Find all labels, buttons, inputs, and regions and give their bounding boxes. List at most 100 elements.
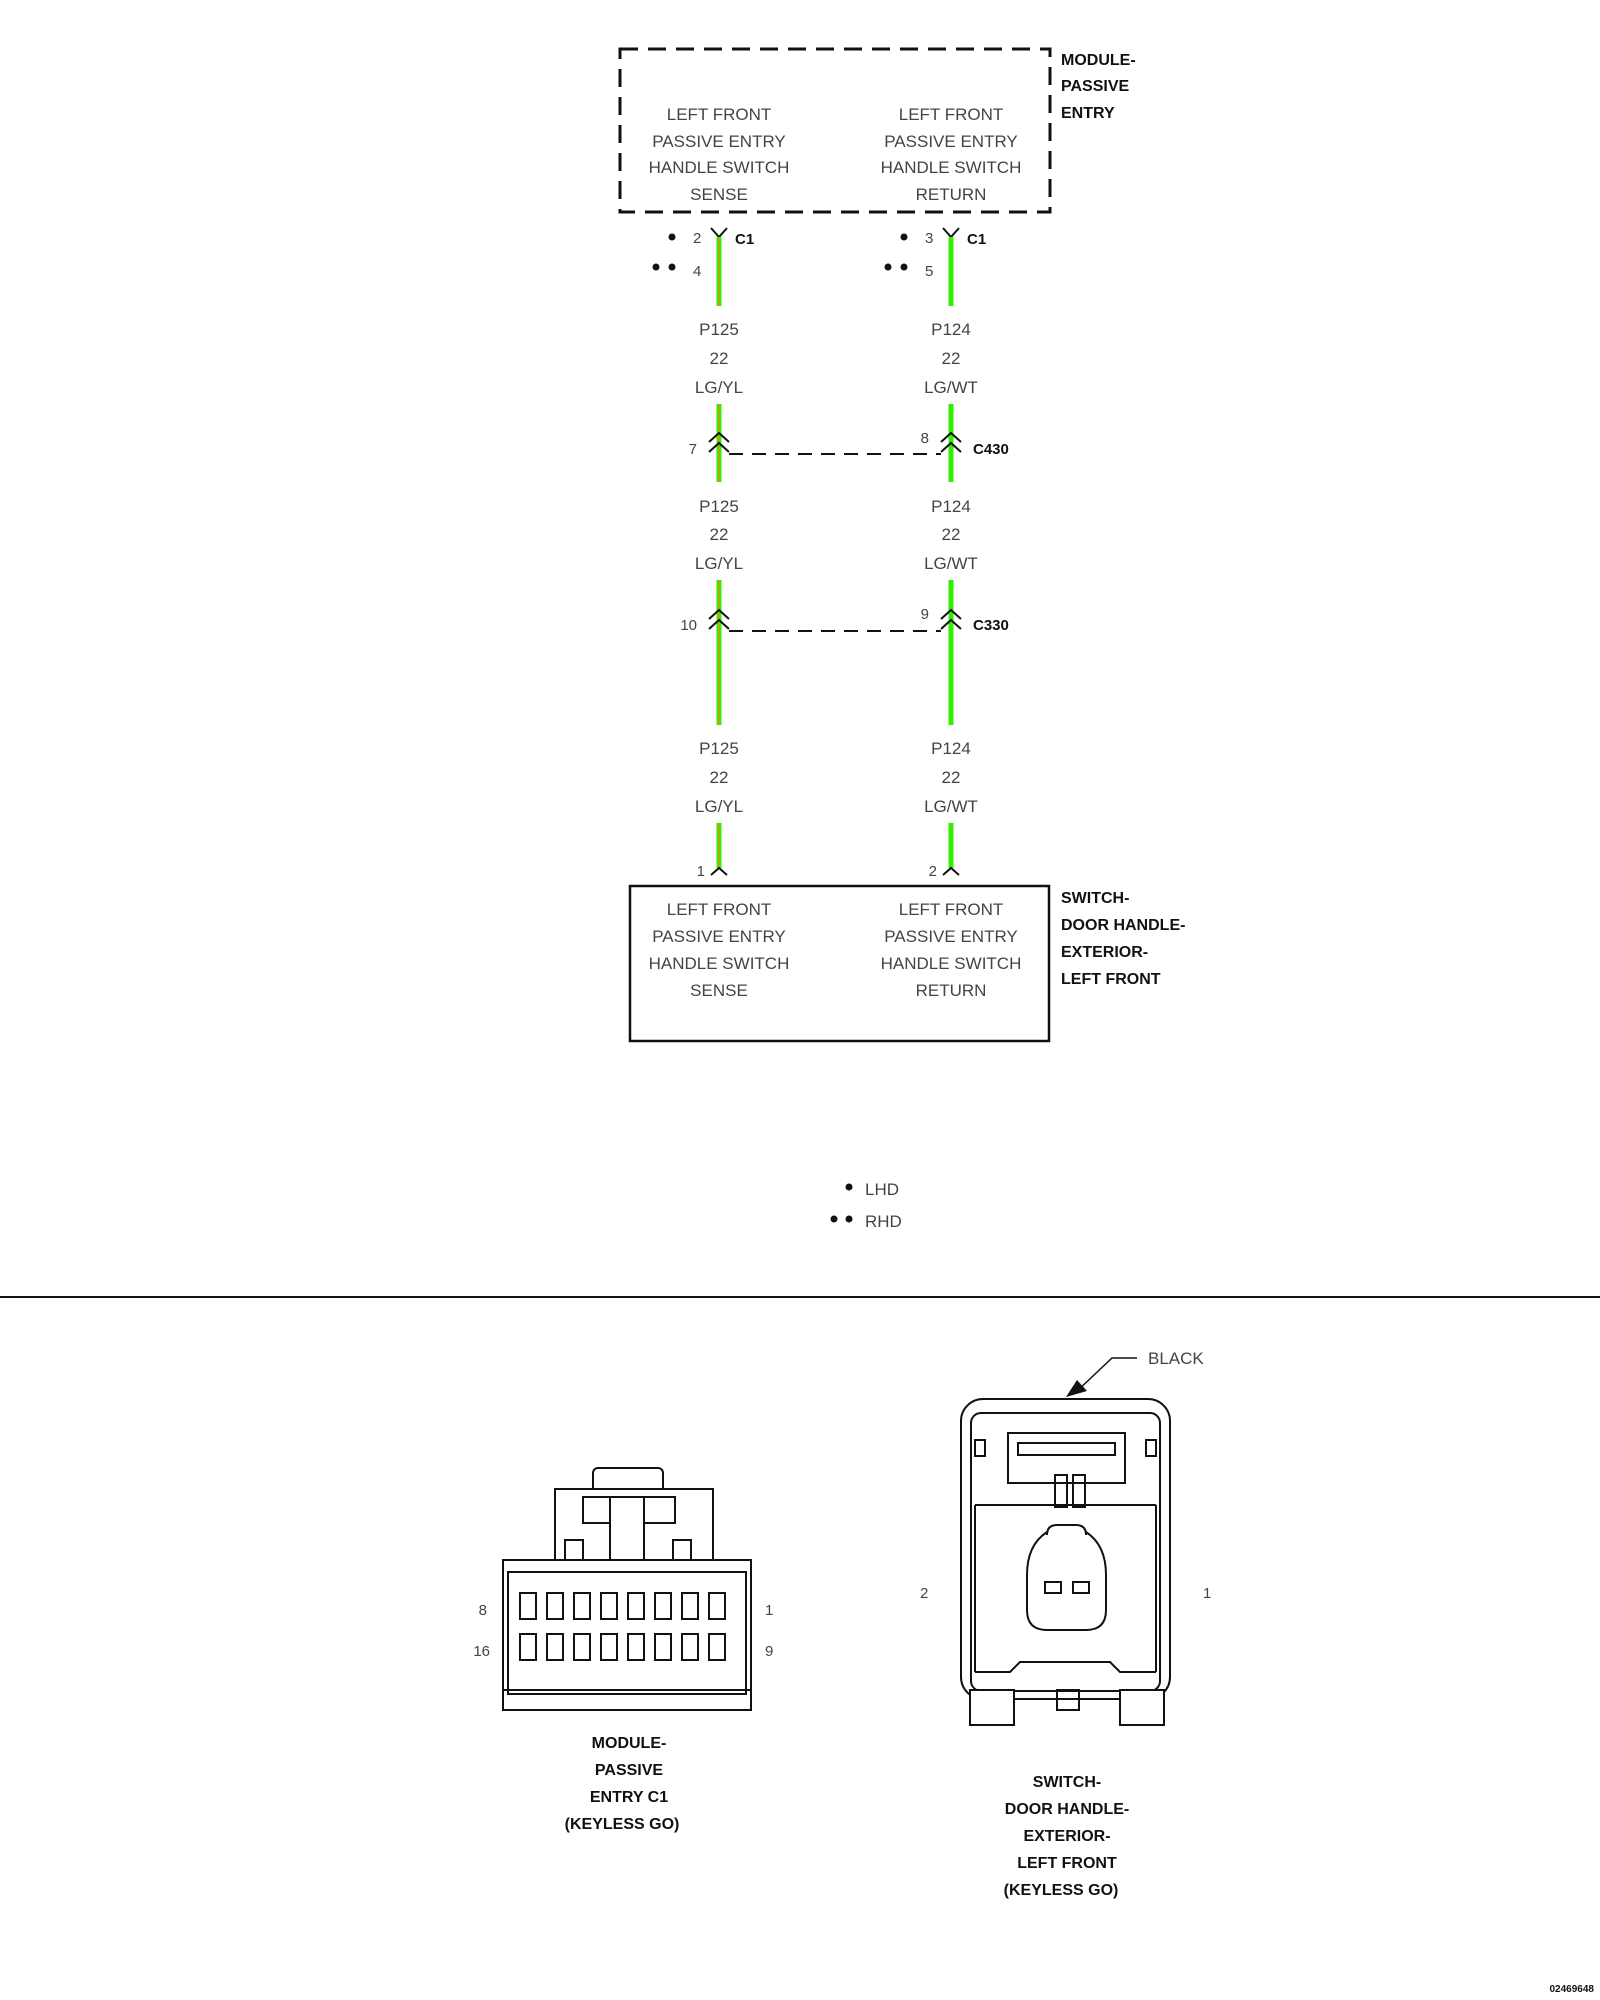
module-sense-func-2: PASSIVE ENTRY bbox=[652, 132, 786, 151]
rhd-dot bbox=[652, 263, 660, 271]
switch-face-outline bbox=[974, 1504, 1157, 1673]
switch-sense-func-3: HANDLE SWITCH bbox=[649, 954, 790, 973]
wire-color-label: LG/YL bbox=[695, 554, 743, 573]
switch-terminal-pin bbox=[1072, 1581, 1090, 1594]
c430-connector: 7 8 C430 bbox=[689, 430, 1009, 458]
rhd-dot bbox=[830, 1215, 838, 1223]
c1-pin-cavity bbox=[708, 1633, 726, 1661]
c1-right-lhd-pin: 3 bbox=[925, 230, 933, 247]
switch-foot bbox=[1119, 1689, 1165, 1726]
module-sense-func-1: LEFT FRONT bbox=[667, 105, 772, 124]
c1-pin-cavity bbox=[654, 1592, 672, 1620]
switch-terminal-socket bbox=[1026, 1524, 1107, 1631]
switch-return-func-3: HANDLE SWITCH bbox=[881, 954, 1022, 973]
c1-pin-cavity bbox=[681, 1592, 699, 1620]
c330-left-pin-symbol bbox=[708, 608, 730, 630]
c1-left-lhd-pin: 2 bbox=[693, 230, 701, 247]
black-arrowhead bbox=[1066, 1380, 1087, 1397]
wire-labels: P125 22 LG/YL P124 22 LG/WT P125 22 LG/Y… bbox=[695, 320, 978, 816]
switch-housing bbox=[960, 1398, 1171, 1700]
switch-foot bbox=[969, 1689, 1015, 1726]
black-leader-line bbox=[1074, 1357, 1137, 1394]
wire-color-label: LG/WT bbox=[924, 797, 978, 816]
c1-left-rhd-pin: 4 bbox=[693, 263, 701, 280]
wire-gauge-label: 22 bbox=[710, 349, 729, 368]
switch-caption-line-1: SWITCH- bbox=[1033, 1774, 1101, 1791]
c1-caption-line-2: PASSIVE bbox=[595, 1762, 664, 1779]
module-sense-func-4: SENSE bbox=[690, 185, 748, 204]
switch-terminal-pin bbox=[1044, 1581, 1062, 1594]
legend-lhd-label: LHD bbox=[865, 1180, 899, 1199]
c1-cavity bbox=[507, 1571, 747, 1695]
lhd-dot bbox=[900, 233, 908, 241]
wire-gauge-label: 22 bbox=[710, 525, 729, 544]
c430-left-pin-symbol bbox=[708, 431, 730, 453]
switch-door-handle: 1 2 LEFT FRONT PASSIVE ENTRY HANDLE SWIT… bbox=[628, 863, 1185, 1043]
c1-pin-number-bottom-right: 9 bbox=[765, 1643, 773, 1660]
c1-pin-number-top-left: 8 bbox=[479, 1602, 487, 1619]
module-return-func-4: RETURN bbox=[916, 185, 987, 204]
legend-rhd-label: RHD bbox=[865, 1212, 902, 1231]
wire-circuit-label: P124 bbox=[931, 320, 971, 339]
switch-latch-tab bbox=[1017, 1442, 1116, 1456]
switch-color-label: BLACK bbox=[1148, 1349, 1204, 1368]
wire-circuit-label: P125 bbox=[699, 497, 739, 516]
switch-side-notch bbox=[974, 1439, 986, 1457]
c1-pin-cavity bbox=[573, 1592, 591, 1620]
module-return-func-2: PASSIVE ENTRY bbox=[884, 132, 1018, 151]
c1-caption-line-3: ENTRY C1 bbox=[590, 1789, 668, 1806]
c1-pin-cavity bbox=[519, 1592, 537, 1620]
switch-title-line-3: EXTERIOR- bbox=[1061, 944, 1148, 961]
wire-gauge-label: 22 bbox=[942, 525, 961, 544]
c1-right-rhd-pin: 5 bbox=[925, 263, 933, 280]
c1-pin-cavity bbox=[573, 1633, 591, 1661]
switch-sense-func-1: LEFT FRONT bbox=[667, 900, 772, 919]
switch-pin-number-left: 2 bbox=[920, 1585, 928, 1602]
switch-pin-number-right: 1 bbox=[1203, 1585, 1211, 1602]
c1-left-connector-label: C1 bbox=[735, 231, 754, 248]
c1-connector: 2 4 C1 3 5 C1 bbox=[652, 227, 986, 280]
lhd-dot bbox=[845, 1183, 853, 1191]
c1-pin-cavity bbox=[627, 1633, 645, 1661]
wire-gauge-label: 22 bbox=[942, 768, 961, 787]
c1-pin-grid bbox=[519, 1592, 726, 1661]
legend: LHD RHD bbox=[830, 1180, 902, 1231]
c430-right-pin-symbol bbox=[940, 431, 962, 453]
figure-id: 02469648 bbox=[1550, 1984, 1595, 1995]
wire-circuit-label: P124 bbox=[931, 739, 971, 758]
module-title-line-2: PASSIVE bbox=[1061, 78, 1130, 95]
wire-circuit-label: P124 bbox=[931, 497, 971, 516]
switch-box bbox=[628, 884, 1051, 1043]
switch-left-pin-symbol bbox=[710, 866, 728, 876]
wire-color-label: LG/WT bbox=[924, 378, 978, 397]
switch-title-line-1: SWITCH- bbox=[1061, 890, 1129, 907]
c430-left-pin: 7 bbox=[689, 441, 697, 458]
wire-gauge-label: 22 bbox=[942, 349, 961, 368]
switch-return-func-2: PASSIVE ENTRY bbox=[884, 927, 1018, 946]
switch-title-line-4: LEFT FRONT bbox=[1061, 971, 1161, 988]
c1-pin-cavity bbox=[519, 1633, 537, 1661]
switch-latch-post bbox=[1072, 1474, 1086, 1508]
switch-side-notch bbox=[1145, 1439, 1157, 1457]
c1-right-pin-symbol bbox=[942, 227, 960, 239]
c1-pin-cavity bbox=[600, 1592, 618, 1620]
wire-color-label: LG/WT bbox=[924, 554, 978, 573]
rhd-dot bbox=[845, 1215, 853, 1223]
module-passive-entry: MODULE- PASSIVE ENTRY LEFT FRONT PASSIVE… bbox=[618, 47, 1136, 214]
switch-sense-func-2: PASSIVE ENTRY bbox=[652, 927, 786, 946]
c1-pin-cavity bbox=[627, 1592, 645, 1620]
wire-circuit-label: P125 bbox=[699, 320, 739, 339]
switch-return-func-4: RETURN bbox=[916, 981, 987, 1000]
wire-color-label: LG/YL bbox=[695, 797, 743, 816]
switch-connector-view: BLACK 2 1 SWITCH- DOOR HANDLE- EXTERIOR-… bbox=[920, 1349, 1211, 1899]
c1-pin-cavity bbox=[681, 1633, 699, 1661]
switch-left-pin: 1 bbox=[697, 863, 705, 880]
c1-pin-number-top-right: 1 bbox=[765, 1602, 773, 1619]
c430-right-pin: 8 bbox=[921, 430, 929, 447]
module-return-func-3: HANDLE SWITCH bbox=[881, 158, 1022, 177]
c1-pin-cavity bbox=[708, 1592, 726, 1620]
wire-gauge-label: 22 bbox=[710, 768, 729, 787]
c1-pin-cavity bbox=[546, 1633, 564, 1661]
wire-color-label: LG/YL bbox=[695, 378, 743, 397]
